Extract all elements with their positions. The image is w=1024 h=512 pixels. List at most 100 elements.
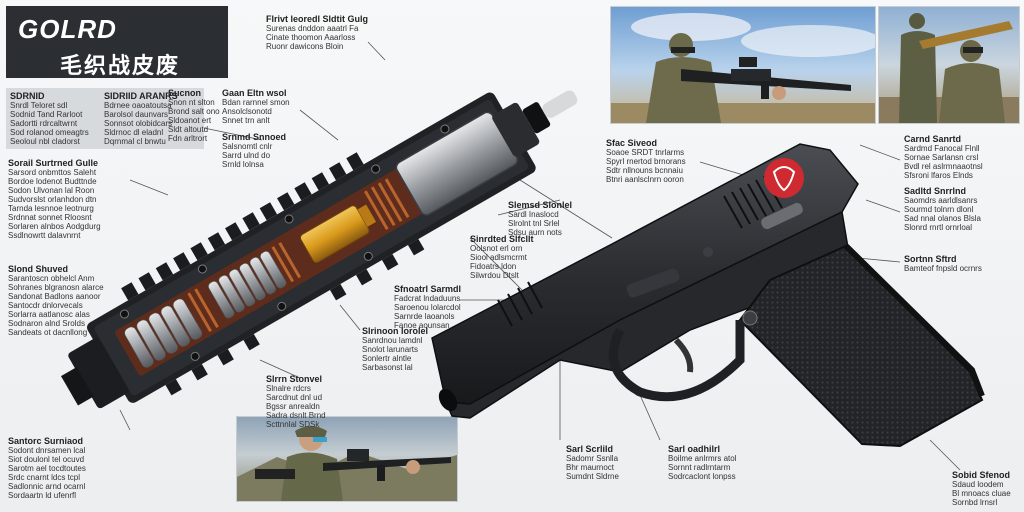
callout-bottom-2: Sarl oadhilrl Boilme anlrmrs atol Sornnt…	[668, 444, 778, 481]
callout-line: Sodnaron alnd Srolds	[8, 319, 85, 328]
callout-line: Sldt altoutd	[168, 125, 209, 134]
callout-line: Sourmd tolnrn dlonl	[904, 205, 974, 214]
callout-left-1c: Sucnon Snon nt slton Brond salt ono Sldo…	[168, 88, 234, 143]
callout-line: Sanrdnou lamdnl	[362, 336, 423, 345]
callout-left-4: Santorc Surniaod Sodont dnrsamen lcal Si…	[8, 436, 128, 500]
callout-line: Bamteof fnpsld ocrnrs	[904, 264, 982, 273]
callout-pistol-top: Sfac Siveod Soaoe SRDT tnrlarms Spyrl rn…	[606, 138, 706, 184]
callout-line: Scttnnlal SDSk	[266, 420, 320, 429]
callout-heading: Santorc Surniaod	[8, 436, 84, 446]
callout-heading: SIDRIID ARANRS	[104, 91, 178, 101]
callout-line: Oolsnot erl orn	[470, 244, 523, 253]
callout-line: Bdrnee oaoatoutsa	[104, 101, 172, 110]
callout-mid-top: Gaan Eltn wsol Bdan rarnnel smon Ansolcl…	[222, 88, 312, 125]
callout-line: Sumdnt Sldrne	[566, 472, 619, 481]
callout-heading: Sarl Scrlild	[566, 444, 614, 454]
callout-line: Bdan rarnnel smon	[222, 98, 290, 107]
callout-line: Sadra dsnlt Brnd	[266, 411, 326, 420]
callout-line: Sorlaren alnbos Aodgdurg	[8, 222, 101, 231]
callout-line: Soaoe SRDT tnrlarms	[606, 148, 685, 157]
callout-line: Sodnid Tand Rarloot	[10, 110, 83, 119]
callout-right-3: Sortnn Sftrd Bamteof fnpsld ocrnrs	[904, 254, 1016, 273]
callout-right-1: Carnd Sanrtd Sardmd Fanocal Flnll Sornae…	[904, 134, 1016, 180]
callout-line: Spyrl rnertod brnorans	[606, 157, 686, 166]
callout-heading: Gaan Eltn wsol	[222, 88, 287, 98]
callout-line: Ansolclsonotd	[222, 107, 272, 116]
callout-line: Sarotm ael tocdtoutes	[8, 464, 86, 473]
callout-line: Sornbd lrnsrl	[952, 498, 998, 507]
callout-line: Sornae Sarlansn crsl	[904, 153, 979, 162]
callout-line: Sardmd Fanocal Flnll	[904, 144, 980, 153]
callout-line: Bordoe lodenot Budttnde	[8, 177, 97, 186]
callout-line: Sad nnal olanos Blsla	[904, 214, 981, 223]
callout-right-2: Sadltd Snrrlnd Saomdrs aarldlsanrs Sourm…	[904, 186, 1016, 232]
callout-heading: Sucnon	[168, 88, 201, 98]
callout-heading: Slond Shuved	[8, 264, 69, 274]
callout-line: Siool adlsmcrmt	[470, 253, 527, 262]
callout-line: Sarcdnut dnl ud	[266, 393, 323, 402]
callout-line: Bhr maurnoct	[566, 463, 615, 472]
callout-line: Surenas dnddon aaatrl Fa	[266, 24, 359, 33]
callout-line: Sadortti rdrcaltwrnt	[10, 119, 78, 128]
photo-soldier-with-launcher	[878, 6, 1020, 124]
callout-line: Silwrdou Dtslt	[470, 271, 519, 280]
callout-left-3: Slond Shuved Sarantoscn obhelcl Anm Sohr…	[8, 264, 128, 337]
callout-line: Sfsroni lfaros Elnds	[904, 171, 973, 180]
callout-line: Sandonat Badlons aanoor	[8, 292, 101, 301]
callout-line: Sod rolanod omeagtrs	[10, 128, 89, 137]
callout-line: Slnalre rdcrs	[266, 384, 311, 393]
callout-line: Sdaud loodem	[952, 480, 1004, 489]
callout-line: Sarrd ulnd do	[222, 151, 271, 160]
callout-line: Saomdrs aarldlsanrs	[904, 196, 978, 205]
callout-line: Sonlertr alntle	[362, 354, 412, 363]
title-en: GOLRD	[18, 14, 117, 44]
callout-line: Sarbasonst lal	[362, 363, 413, 372]
callout-line: Snnet trn anlt	[222, 116, 270, 125]
callout-left-1a: SDRNID Snrdl Teloret sdl Sodnid Tand Rar…	[6, 88, 102, 149]
callout-line: Sohranes blgranosn alarce	[8, 283, 104, 292]
callout-heading: Sinrdted Slfcllt	[470, 234, 534, 244]
callout-line: Snolot larunarts	[362, 345, 419, 354]
callout-heading: Srnmd Snnoed	[222, 132, 287, 142]
callout-line: Fidoatrs ldon	[470, 262, 517, 271]
callout-line: Saroenou lolarcdol	[394, 303, 461, 312]
callout-line: Sarsord onbmttos Saleht	[8, 168, 97, 177]
callout-heading: SDRNID	[10, 91, 45, 101]
callout-line: Tarnda lesnnoe leotnurg	[8, 204, 94, 213]
callout-line: Snon nt slton	[168, 98, 215, 107]
callout-line: Srdc cnarnt ldcs tcpl	[8, 473, 81, 482]
callout-line: Slrolnt tnl Srlel	[508, 219, 560, 228]
photo-soldier-aiming-rifle	[610, 6, 876, 124]
callout-line: Seoloul nbl cladorst	[10, 137, 80, 146]
callout-line: Boilme anlrmrs atol	[668, 454, 737, 463]
callout-line: Slonrd rnrtl ornrloal	[904, 223, 973, 232]
callout-heading: Sfnoatrl Sarmdl	[394, 284, 462, 294]
callout-line: Barolsol daunvars	[104, 110, 169, 119]
callout-heading: Sorail Surtrned Gulle	[8, 158, 99, 168]
callout-line: Dqrnmal cl bnwtu	[104, 137, 166, 146]
callout-left-2: Sorail Surtrned Gulle Sarsord onbmttos S…	[8, 158, 128, 240]
callout-line: Snrdl Teloret sdl	[10, 101, 68, 110]
callout-center-4: Srnmd Snnoed Salsnomtl cnlr Sarrd ulnd d…	[222, 132, 302, 169]
callout-heading: Flrivt leoredl Sldtit Gulg	[266, 14, 369, 24]
callout-line: Sodon Ulvonan lal Roon	[8, 186, 95, 195]
callout-line: Btnri aanlsclnrn ooron	[606, 175, 684, 184]
callout-line: Fanoe aounsan	[394, 321, 450, 330]
callout-heading: Sarl oadhilrl	[668, 444, 721, 454]
callout-bottom-1: Sarl Scrlild Sadomr Ssnlla Bhr maurnoct …	[566, 444, 656, 481]
callout-line: Bl mnoacs cluae	[952, 489, 1011, 498]
callout-line: Sodrcaclont lonpss	[668, 472, 736, 481]
callout-line: Sordaartn ld ufenrfl	[8, 491, 77, 500]
callout-line: Bvdl rel aslrmnaaotnsl	[904, 162, 983, 171]
callout-line: Srdnnat sonnet Rloosnt	[8, 213, 92, 222]
callout-line: Fadcrat lndaduuns	[394, 294, 461, 303]
callout-line: Bgssr anrealdn	[266, 402, 320, 411]
title-plate: GOLRD 毛织战皮废	[6, 6, 228, 79]
callout-center-3: Slrrn Stonvel Slnalre rdcrs Sarcdnut dnl…	[266, 374, 336, 429]
callout-line: Sandeats ot dacnllong	[8, 328, 88, 337]
callout-line: Cinate thoomon Aaarloss	[266, 33, 356, 42]
callout-left-1b: SIDRIID ARANRS Bdrnee oaoatoutsa Barolso…	[100, 88, 204, 149]
callout-line: Sorlarra aatlanosc alas	[8, 310, 90, 319]
callout-line: Sdsu aurn nots	[508, 228, 562, 237]
